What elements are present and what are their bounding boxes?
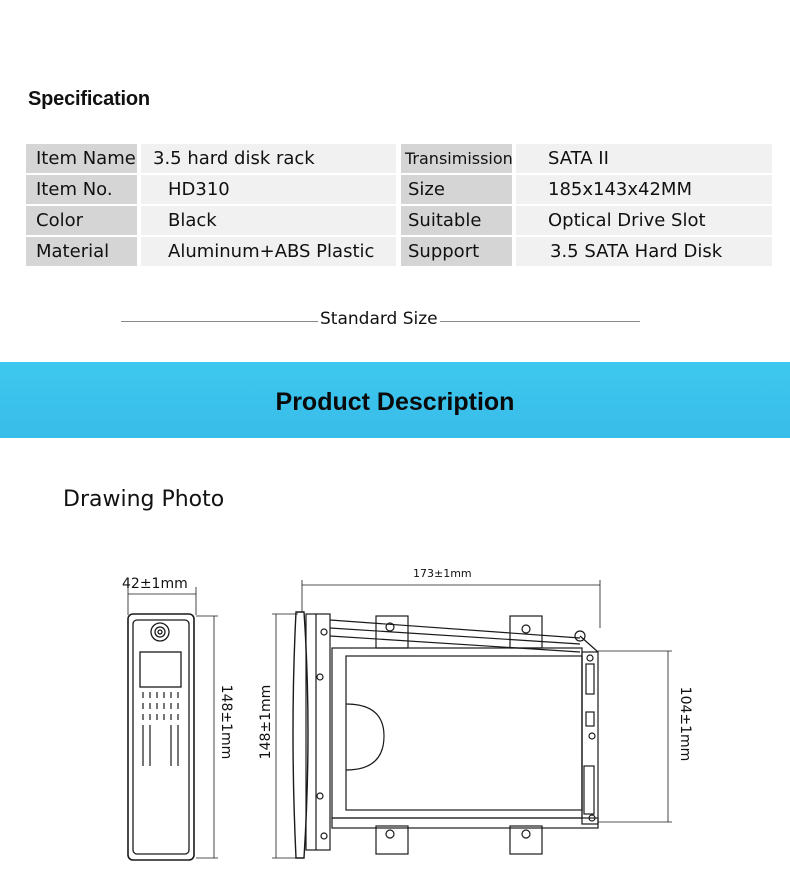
spec-label: Item No. (26, 175, 137, 204)
spec-value: 185x143x42MM (516, 175, 772, 204)
spec-label: Item Name (26, 144, 137, 173)
side-length-dimension: 173±1mm (413, 567, 472, 580)
spec-label: Support (401, 237, 512, 266)
spec-label: Size (401, 175, 512, 204)
spec-value: 3.5 SATA Hard Disk (516, 237, 772, 266)
spec-label: Color (26, 206, 137, 235)
specification-heading: Specification (28, 88, 150, 110)
spec-value: HD310 (141, 175, 396, 204)
product-description-title: Product Description (275, 388, 515, 416)
spec-label: Transimission (401, 144, 512, 173)
technical-drawing (127, 580, 672, 861)
product-description-banner: Product Description (0, 362, 790, 438)
spec-value: Aluminum+ABS Plastic (141, 237, 396, 266)
side-view-drawing (272, 580, 672, 859)
spec-value: Optical Drive Slot (516, 206, 772, 235)
front-width-dimension: 42±1mm (122, 576, 188, 592)
front-view-drawing (127, 587, 218, 861)
front-height-dimension: 148±1mm (218, 684, 234, 760)
spec-label: Material (26, 237, 137, 266)
drawing-photo-title: Drawing Photo (63, 487, 225, 512)
side-inner-dimension: 104±1mm (677, 686, 693, 762)
spec-value: 3.5 hard disk rack (141, 144, 396, 173)
standard-size-label: Standard Size (318, 309, 440, 329)
side-height-dimension: 148±1mm (258, 684, 274, 760)
spec-value: SATA II (516, 144, 772, 173)
spec-label: Suitable (401, 206, 512, 235)
spec-value: Black (141, 206, 396, 235)
specification-table: Item Name 3.5 hard disk rack Transimissi… (26, 144, 772, 266)
